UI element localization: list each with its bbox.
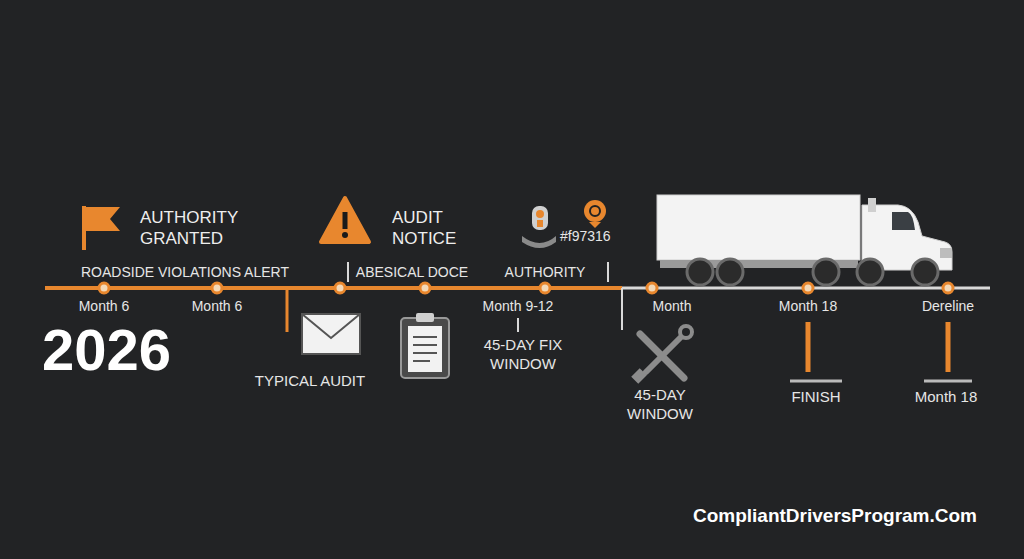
event-label: ABESICAL DOCE [342,264,482,282]
milestone-label: AUDIT NOTICE [392,207,482,250]
finish-bars [790,322,972,381]
month-label: Dereline [903,298,993,316]
bell-icon [584,200,606,228]
tick [607,262,609,282]
window-label: 45-DAY WINDOW [618,386,702,424]
month-label: Month 6 [177,298,257,316]
month-label: Month 18 [901,388,991,407]
envelope-icon [302,314,360,354]
event-label: TYPICAL AUDIT [240,372,380,391]
clipboard-icon [401,313,449,378]
tick [517,318,519,332]
month-label: Month 18 [763,298,853,316]
milestone-label: AUTHORITY GRANTED [140,207,252,250]
tick [286,288,289,332]
website-watermark: CompliantDriversProgram.Com [655,504,1015,528]
event-label: ROADSIDE VIOLATIONS ALERT [55,264,315,282]
authority-icon [522,206,556,248]
tools-icon [631,326,692,384]
month-label: Month 6 [64,298,144,316]
window-label: 45-DAY FIX WINDOW [471,336,575,374]
warning-icon [321,198,369,242]
month-label: Month 9-12 [468,298,568,316]
event-label: AUTHORITY [490,264,600,282]
month-label: Month [632,298,712,316]
year-label: 2026 [42,318,262,382]
truck-illustration [657,195,952,285]
flag-icon [84,206,120,250]
finish-label: FINISH [776,388,856,407]
tick [621,288,623,330]
colour-code: #f97316 [560,228,640,246]
tick [347,262,349,282]
